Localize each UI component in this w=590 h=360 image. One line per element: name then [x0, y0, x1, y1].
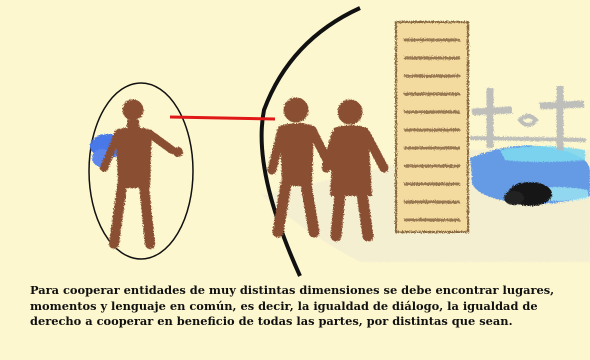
caption-text: Para cooperar entidades de muy distintas…: [30, 283, 555, 329]
single-figure-icon: [100, 99, 183, 249]
illustration-scene: [88, 6, 590, 277]
tall-tower-icon: [395, 21, 469, 233]
pair-of-figures-icon: [267, 97, 389, 242]
gray-cross-structures-icon: [469, 86, 587, 150]
black-rock-icon: [504, 182, 552, 206]
connector-line: [169, 115, 276, 121]
single-figure-ellipse: [88, 82, 194, 260]
